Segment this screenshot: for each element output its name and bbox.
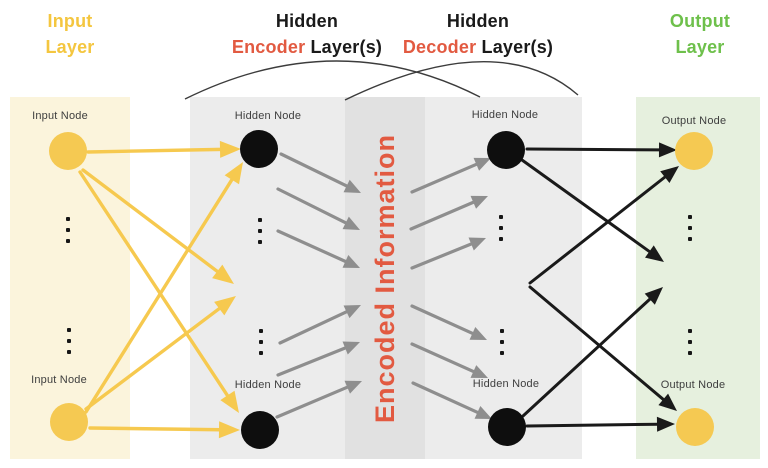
input-node-top-label: Input Node: [32, 110, 88, 122]
decoder-omitted-dots-lower: [500, 329, 504, 355]
input-node-top: [49, 132, 87, 170]
input-omitted-dots-lower: [67, 328, 71, 354]
bottleneck-label-wrap: Encoded Information: [345, 97, 425, 459]
input-layer-title-line2: Layer: [45, 37, 95, 57]
output-node-bottom-label: Output Node: [660, 379, 726, 391]
encoder-omitted-dots-upper: [258, 218, 262, 244]
output-node-top: [675, 132, 713, 170]
bottleneck-label: Encoded Information: [369, 133, 400, 423]
encoder-omitted-dots-lower: [259, 329, 263, 355]
output-omitted-dots-lower: [688, 329, 692, 355]
input-layer-title: Input Layer: [10, 8, 130, 60]
output-node-bottom: [676, 408, 714, 446]
output-node-top-label: Output Node: [661, 115, 727, 127]
output-layer-title: Output Layer: [638, 8, 762, 60]
encoder-layer-title-line2: Encoder Layer(s): [212, 34, 402, 60]
input-node-bottom: [50, 403, 88, 441]
output-omitted-dots-upper: [688, 215, 692, 241]
decoder-layer-title-line1: Hidden: [446, 11, 510, 31]
decoder-layer-title-rest: Layer(s): [481, 37, 554, 57]
input-omitted-dots-upper: [66, 217, 70, 243]
input-layer-title-line1: Input: [47, 11, 93, 31]
encoder-hidden-node-bottom: [241, 411, 279, 449]
input-node-bottom-label: Input Node: [31, 374, 87, 386]
encoder-layer-title-accent: Encoder: [231, 37, 306, 57]
decoder-layer-title-accent: Decoder: [402, 37, 477, 57]
decoder-span-arc: [344, 61, 579, 101]
decoder-layer-title-line2: Decoder Layer(s): [383, 34, 573, 60]
encoder-node-bottom-label: Hidden Node: [234, 379, 302, 391]
encoder-layer-title: Hidden Encoder Layer(s): [212, 8, 402, 60]
decoder-node-bottom-label: Hidden Node: [472, 378, 540, 390]
encoder-node-top-label: Hidden Node: [234, 110, 302, 122]
output-layer-title-line2: Layer: [675, 37, 725, 57]
encoder-layer-title-rest: Layer(s): [310, 37, 383, 57]
encoder-layer-title-line1: Hidden: [275, 11, 339, 31]
encoder-span-arc: [184, 60, 481, 100]
decoder-hidden-node-top: [487, 131, 525, 169]
decoder-layer-title: Hidden Decoder Layer(s): [383, 8, 573, 60]
decoder-omitted-dots-upper: [499, 215, 503, 241]
decoder-hidden-node-bottom: [488, 408, 526, 446]
output-layer-title-line1: Output: [669, 11, 731, 31]
decoder-node-top-label: Hidden Node: [471, 109, 539, 121]
encoder-hidden-node-top: [240, 130, 278, 168]
